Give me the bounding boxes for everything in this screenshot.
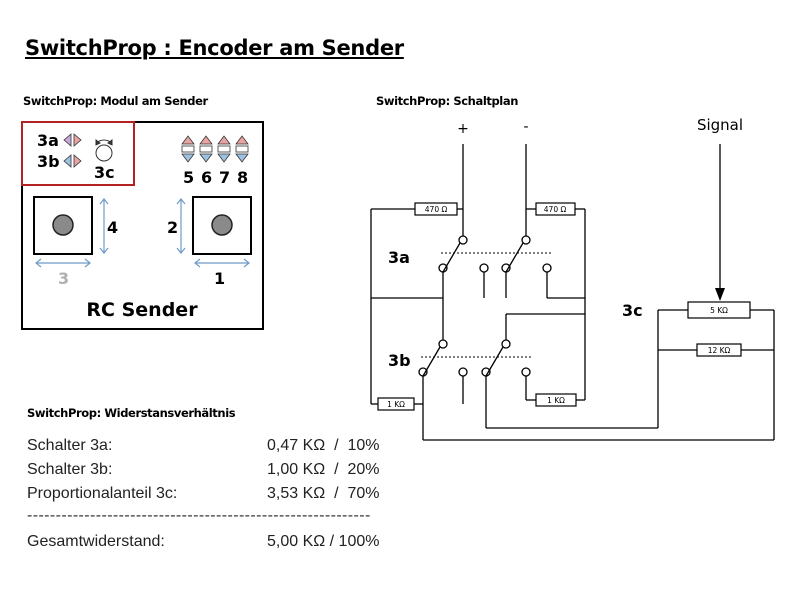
ratio-table: Schalter 3a: 0,47 KΩ / 10% Schalter 3b: … [27, 437, 407, 557]
channel-switch-7-icon [217, 135, 231, 163]
right-stick-horizontal-arrow-icon [194, 258, 250, 268]
ratio-heading: SwitchProp: Widerstansverhältnis [27, 406, 236, 420]
channel-label-5: 5 [183, 168, 194, 187]
signal-label: Signal [697, 116, 743, 134]
ratio-row-label: Schalter 3b: [27, 461, 113, 478]
label-3c: 3c [94, 163, 115, 182]
resistor-bottom-left-value: 1 KΩ [387, 400, 405, 409]
channel-switch-5-icon [181, 135, 195, 163]
channel-label-7: 7 [219, 168, 230, 187]
switch-3b-label: 3b [388, 351, 411, 370]
plus-label: + [457, 121, 469, 137]
potentiometer-3c-value: 5 KΩ [710, 306, 728, 315]
minus-label: - [523, 119, 528, 135]
left-stick-horizontal-label: 3 [58, 269, 69, 288]
resistor-top-left [414, 202, 458, 216]
transmitter-body [21, 121, 264, 330]
device-name: RC Sender [86, 299, 198, 321]
right-stick-vertical-label-text: 2 [167, 218, 178, 237]
label-3b: 3b [37, 152, 60, 171]
ratio-total-row: Gesamtwiderstand: 5,00 KΩ / 100% [27, 533, 407, 557]
ratio-row-label: Proportionalanteil 3c: [27, 485, 178, 502]
ratio-row: Schalter 3a: 0,47 KΩ / 10% [27, 437, 407, 461]
schematic-heading: SwitchProp: Schaltplan [376, 94, 518, 108]
ratio-row: Schalter 3b: 1,00 KΩ / 20% [27, 461, 407, 485]
left-stick-vertical-arrow-icon [99, 198, 109, 254]
channel-switch-6-icon [199, 135, 213, 163]
resistor-parallel-value: 12 KΩ [708, 346, 731, 355]
resistor-bottom-left [377, 397, 415, 411]
channel-label-8: 8 [237, 168, 248, 187]
resistor-top-right-value: 470 Ω [544, 205, 567, 214]
page-title: SwitchProp : Encoder am Sender [25, 36, 404, 60]
signal-wiper-arrow-icon [715, 288, 725, 301]
right-stick-horizontal-label: 1 [214, 269, 225, 288]
left-stick-vertical-label: 4 [107, 218, 118, 237]
ratio-separator: ----------------------------------------… [27, 509, 371, 524]
ratio-total-value: 5,00 KΩ / 100% [267, 533, 380, 550]
resistor-bottom-right-value: 1 KΩ [547, 396, 565, 405]
rotary-knob-icon [95, 139, 113, 162]
resistor-bottom-right [535, 393, 577, 407]
ratio-row-value: 3,53 KΩ / 70% [267, 485, 380, 502]
toggle-arrows-3a-icon [63, 133, 82, 147]
right-stick-knob-icon [211, 214, 233, 236]
ratio-row-value: 1,00 KΩ / 20% [267, 461, 380, 478]
ratio-row-label: Schalter 3a: [27, 437, 113, 454]
pot-3c-label: 3c [622, 301, 643, 320]
module-heading: SwitchProp: Modul am Sender [23, 94, 208, 108]
resistor-top-left-value: 470 Ω [425, 205, 448, 214]
ratio-row-value: 0,47 KΩ / 10% [267, 437, 380, 454]
label-3a: 3a [37, 131, 59, 150]
switch-highlight-box [21, 121, 135, 186]
resistor-parallel [696, 343, 742, 357]
toggle-arrows-3b-icon [63, 154, 82, 168]
channel-label-6: 6 [201, 168, 212, 187]
switch-3a-label: 3a [388, 248, 410, 267]
left-stick-horizontal-arrow-icon [35, 258, 91, 268]
ratio-total-label: Gesamtwiderstand: [27, 533, 165, 550]
right-stick-vertical-arrow-icon [176, 198, 186, 254]
channel-switch-8-icon [235, 135, 249, 163]
potentiometer-3c [687, 301, 751, 319]
resistor-top-right [535, 202, 576, 216]
ratio-row: Proportionalanteil 3c: 3,53 KΩ / 70% [27, 485, 407, 509]
left-stick-knob-icon [52, 214, 74, 236]
